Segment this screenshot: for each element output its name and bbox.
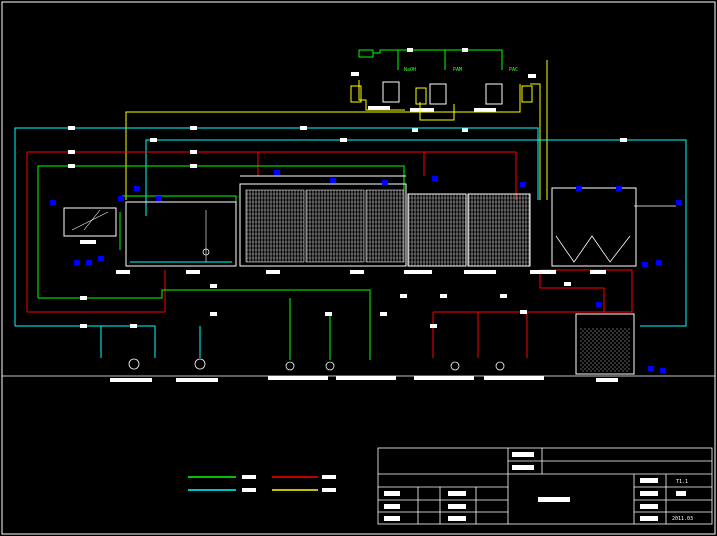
pac-tag <box>528 74 536 78</box>
dosing-inlet-box <box>358 49 374 58</box>
yellow-main-line <box>125 84 521 200</box>
sludge-tank-tag <box>596 378 618 382</box>
dosing-yellow-line-3 <box>530 83 541 200</box>
membrane-module-1 <box>245 189 305 263</box>
pac-pump <box>521 85 533 103</box>
sludge-tank <box>575 313 635 375</box>
sheet-number: T1.1 <box>676 479 688 485</box>
legend-tag-sewage <box>242 475 256 479</box>
hopper-outline <box>555 235 631 263</box>
dosing-section: NaOH PAM PAC <box>350 48 548 200</box>
bar-screen-tank <box>63 207 117 237</box>
air-lines <box>14 127 687 358</box>
blower-2 <box>194 358 206 370</box>
membrane-module-3 <box>365 189 405 263</box>
blower-1 <box>128 358 140 370</box>
pam-tag <box>410 108 434 112</box>
regulating-tank <box>125 201 237 267</box>
return-pump-2 <box>495 361 505 371</box>
legend-tag-dosing <box>322 488 336 492</box>
naoh-label: NaOH <box>404 67 416 73</box>
naoh-tag <box>368 106 390 110</box>
title-block <box>377 447 713 525</box>
naoh-tank <box>382 81 400 103</box>
dosing-valve-tag <box>462 48 468 52</box>
legend-tag-air <box>242 488 256 492</box>
pump-tags <box>110 376 544 382</box>
submersible-pump <box>202 248 210 256</box>
sludge-tags <box>68 150 527 328</box>
pam-label: PAM <box>453 67 462 73</box>
screen-bar <box>83 209 101 231</box>
suction-pump-1 <box>285 361 295 371</box>
drawing-date: 2011.03 <box>672 516 693 522</box>
dosing-tag <box>462 128 468 132</box>
dosing-yellow-line <box>358 80 405 111</box>
pumps <box>128 358 505 371</box>
legend <box>188 475 336 492</box>
pac-tag <box>474 108 496 112</box>
tank-tags <box>116 270 606 274</box>
instrument-markers <box>50 170 682 373</box>
sedimentation-tank <box>551 187 637 267</box>
sewage-lines <box>37 165 405 360</box>
pam-pump <box>415 87 427 105</box>
pam-tank <box>429 83 447 105</box>
membrane-module-2 <box>305 189 365 263</box>
oxidation-tank-2 <box>467 193 531 267</box>
naoh-tag <box>351 72 359 76</box>
suction-pump-2 <box>325 361 335 371</box>
pac-tank <box>485 83 503 105</box>
naoh-pump <box>350 85 362 103</box>
dosing-valve-tag <box>407 48 413 52</box>
legend-tag-sludge <box>322 475 336 479</box>
screen-bar <box>71 211 109 231</box>
sewage-tags <box>68 164 571 316</box>
dosing-feed-line <box>373 49 503 70</box>
pac-label: PAC <box>509 67 518 73</box>
tank-train <box>63 175 676 382</box>
return-pump-1 <box>450 361 460 371</box>
oxidation-tank-1 <box>407 193 467 267</box>
mbr-tank <box>239 183 407 267</box>
title-block-tags <box>384 452 686 521</box>
air-tags <box>68 126 627 328</box>
bar-screen-tag <box>80 240 96 244</box>
sludge-tank-fill <box>580 328 630 372</box>
dosing-tag <box>412 128 418 132</box>
